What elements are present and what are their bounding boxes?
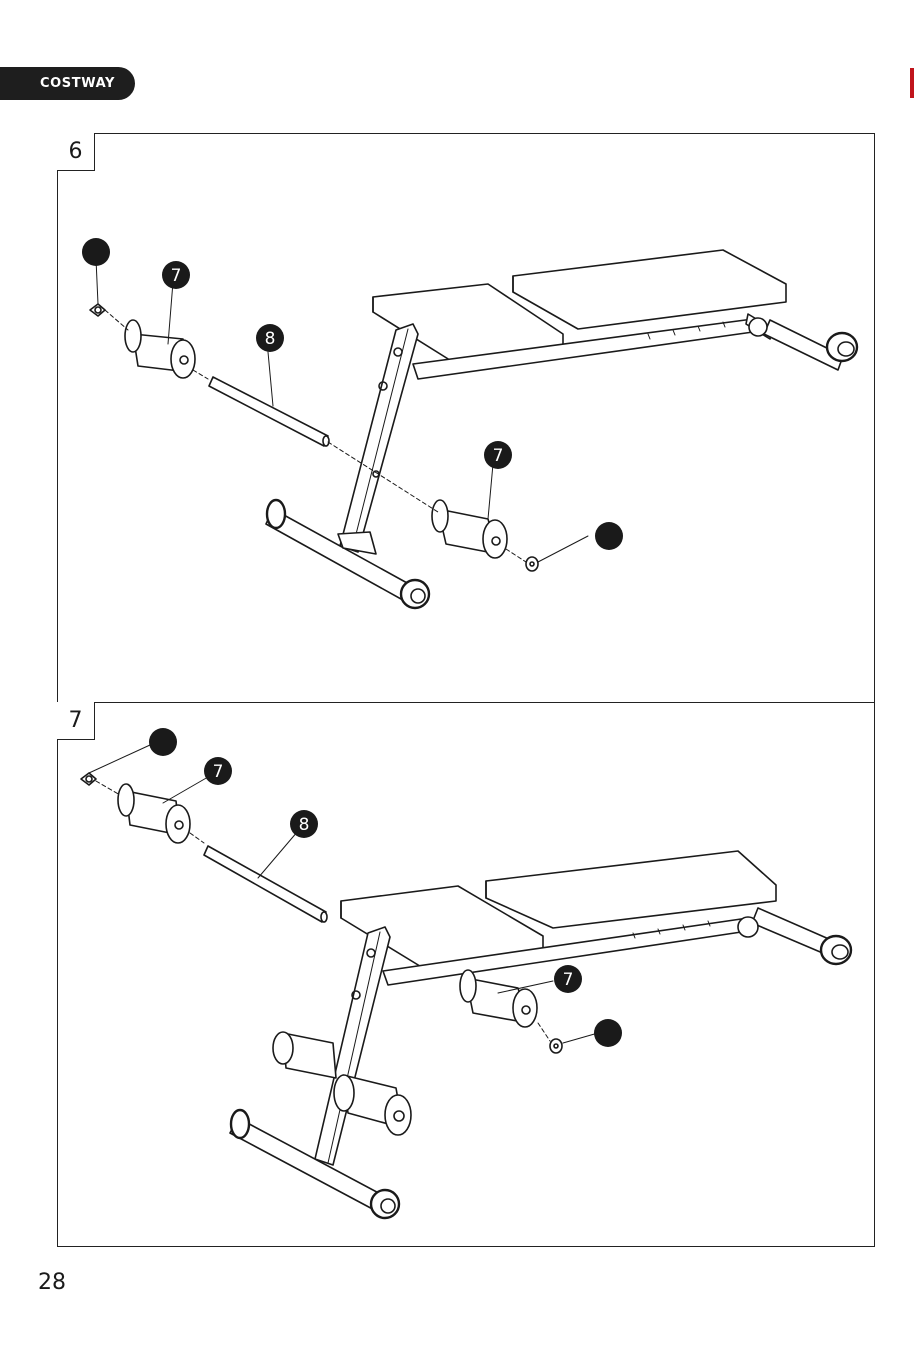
callout-roller-pad-left: 7 (204, 757, 232, 785)
front-foot-cap-left (267, 500, 285, 528)
svg-text:8: 8 (265, 329, 276, 349)
page-number: 28 (38, 1270, 66, 1295)
tube-8 (209, 377, 329, 446)
installed-roller-front (334, 1075, 411, 1135)
brand-logo-text: COSTWAY (40, 76, 115, 91)
svg-text:7: 7 (493, 446, 504, 466)
front-leg (340, 324, 418, 552)
callout-roller-pad-right: 7 (484, 441, 512, 469)
brand-tab: COSTWAY (0, 67, 135, 100)
step-6-illustration: 7 8 7 (58, 134, 876, 704)
adjustment-knob (749, 318, 767, 336)
screw-right (550, 1039, 562, 1053)
screw-left (81, 773, 96, 785)
adjustment-knob (738, 917, 758, 937)
callout-roller-pad-right: 7 (554, 965, 582, 993)
step-7-panel: 7 (57, 702, 875, 1247)
tube-8 (204, 846, 327, 922)
screw-left (90, 304, 105, 316)
svg-text:7: 7 (563, 970, 574, 990)
callout-tube: 8 (256, 324, 284, 352)
front-foot-tube (230, 1118, 388, 1213)
callout-roller-pad-left: 7 (162, 261, 190, 289)
step-7-illustration: 7 8 7 (58, 703, 876, 1248)
svg-text:7: 7 (171, 266, 182, 286)
callout-screw-left (149, 728, 177, 756)
callout-screw-left (82, 238, 110, 266)
svg-text:7: 7 (213, 762, 224, 782)
front-foot-cap-left (231, 1110, 249, 1138)
roller-pad-right (460, 970, 537, 1027)
callout-screw-right (595, 522, 623, 550)
svg-text:8: 8 (299, 815, 310, 835)
screw-right (526, 557, 538, 571)
page-edge-marker (910, 68, 914, 98)
front-foot-tube (266, 509, 418, 604)
callout-screw-right (594, 1019, 622, 1047)
roller-pad-left (118, 784, 190, 843)
callout-tube: 8 (290, 810, 318, 838)
roller-pad-right (432, 500, 507, 558)
installed-roller-back (273, 1032, 336, 1078)
step-6-panel: 6 (57, 133, 875, 703)
roller-pad-left (125, 320, 195, 378)
